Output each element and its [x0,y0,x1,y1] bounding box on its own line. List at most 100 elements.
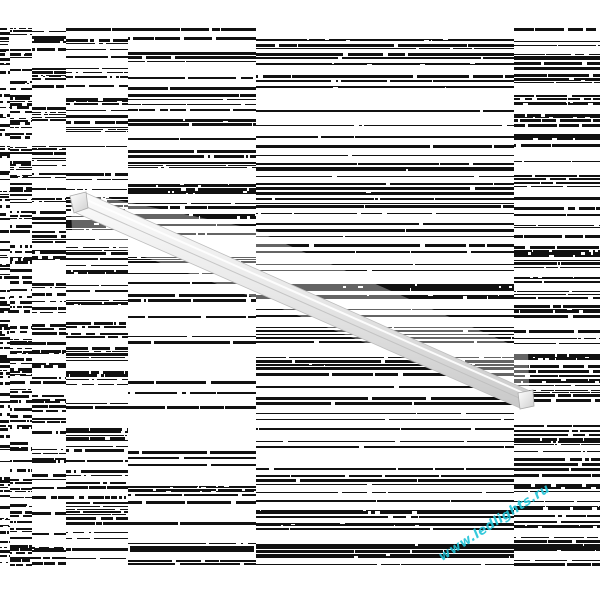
noise-stripe [229,486,256,487]
noise-stripe [40,211,42,214]
noise-stripe [58,48,66,51]
noise-stripe [128,494,131,496]
noise-stripe [514,385,554,386]
noise-stripe [43,381,66,384]
noise-stripe [235,87,256,90]
noise-stripe [0,495,6,497]
noise-stripe [44,562,55,565]
noise-stripe [97,379,117,380]
noise-stripe [103,522,128,525]
noise-stripe [590,468,600,471]
noise-stripe [0,487,8,488]
noise-stripe [19,167,32,168]
noise-stripe [547,425,572,427]
noise-stripe [58,112,66,113]
noise-stripe [124,205,128,207]
noise-stripe [103,371,124,374]
noise-stripe [128,206,130,209]
noise-stripe [545,114,595,117]
noise-stripe [435,468,464,470]
noise-stripe [245,489,256,491]
noise-stripe [170,206,180,209]
noise-stripe [228,121,256,122]
noise-stripe [56,198,62,200]
noise-stripe [82,326,85,328]
noise-stripe [585,80,600,81]
noise-stripe [225,406,232,409]
noise-stripe [593,297,600,299]
noise-stripe [272,523,309,524]
noise-stripe [19,408,32,411]
noise-stripe [198,56,256,59]
noise-stripe [128,162,208,164]
noise-stripe [17,521,32,523]
noise-stripe [573,357,585,358]
noise-stripe [577,117,585,118]
noise-stripe [86,333,95,335]
noise-stripe [32,198,55,200]
noise-stripe [369,295,428,296]
noise-stripe [90,437,105,440]
noise-stripe [66,28,90,31]
noise-stripe [577,358,600,360]
noise-stripe [305,500,376,502]
noise-stripe [514,491,528,492]
noise-stripe [12,169,14,170]
noise-stripe [74,548,99,551]
noise-stripe [312,364,426,365]
noise-stripe [6,372,10,375]
noise-stripe [275,75,291,78]
noise-stripe [514,463,544,466]
noise-stripe [89,85,114,87]
noise-stripe [0,526,3,527]
noise-stripe [51,496,57,499]
noise-stripe [502,357,514,358]
noise-stripe [478,136,514,138]
noise-stripe [10,257,22,258]
noise-stripe [10,276,19,279]
noise-stripe [65,198,66,200]
noise-stripe [24,488,32,490]
noise-stripe [0,114,3,117]
noise-stripe [88,272,105,274]
noise-stripe [31,199,32,200]
noise-stripe [101,374,104,377]
noise-stripe [66,173,104,176]
noise-stripe [10,488,20,490]
noise-stripe [400,145,430,148]
noise-stripe [493,288,514,291]
noise-stripe [128,184,180,185]
noise-stripe [0,393,10,396]
noise-stripe [521,144,551,147]
noise-stripe [0,63,4,64]
noise-stripe [5,382,10,385]
noise-stripe [4,94,10,97]
noise-stripe [32,496,46,499]
noise-stripe [10,118,14,119]
noise-stripe [66,435,100,436]
noise-stripe [148,316,196,318]
noise-stripe [170,191,172,193]
noise-stripe [18,368,24,371]
noise-stripe [256,373,329,376]
noise-stripe [337,176,474,177]
noise-stripe [568,102,570,103]
noise-stripe [0,304,10,306]
noise-stripe [103,506,128,507]
noise-stripe [295,524,447,525]
noise-stripe [10,194,18,196]
noise-stripe [514,315,568,318]
noise-stripe [66,538,72,539]
profile-right-end-cap [517,389,535,410]
noise-stripe [537,98,567,100]
noise-stripe [174,191,243,193]
noise-stripe [467,296,487,299]
noise-stripe [32,149,57,150]
noise-stripe [19,269,32,272]
noise-stripe [514,262,557,265]
noise-stripe [408,53,514,56]
noise-stripe [0,205,2,208]
noise-stripe [61,421,66,423]
noise-stripe [128,203,187,204]
noise-stripe [533,277,538,278]
